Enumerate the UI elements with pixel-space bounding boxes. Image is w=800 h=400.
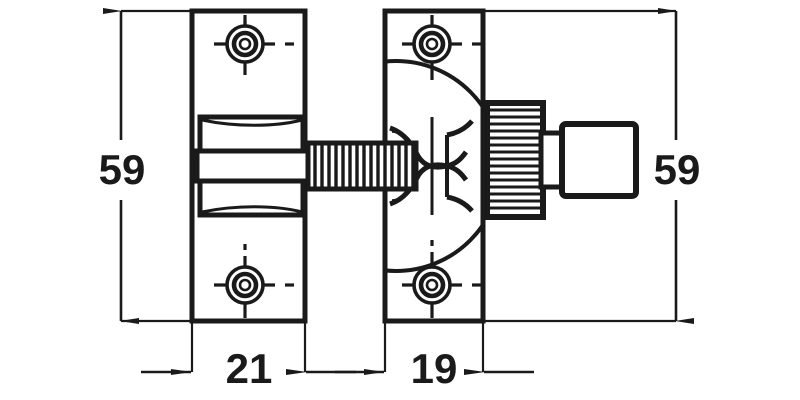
dimension-width-right-plate: 19 (335, 345, 534, 392)
dimension-label-width-right-plate: 19 (411, 345, 458, 392)
hole-bottom-right-inner-circle (425, 278, 439, 292)
hole-bottom-left-inner-circle (238, 278, 252, 292)
roller-barrel-upper-curve (201, 118, 303, 127)
hole-bottom-right (402, 240, 481, 318)
dimension-height-right: 59 (652, 8, 701, 324)
roller-barrel (194, 114, 313, 218)
dimension-label-height-left: 59 (99, 146, 146, 193)
hole-bottom-left (214, 244, 294, 318)
hole-top-left (214, 15, 294, 75)
hole-top-right (402, 15, 481, 80)
strike-body-edge-top (446, 119, 474, 138)
roller-barrel-body (194, 148, 313, 184)
hole-top-left-inner-circle (238, 37, 252, 51)
dimension-width-left-plate: 21 (141, 345, 356, 392)
end-block (559, 121, 639, 199)
knurled-knob (484, 100, 546, 220)
strike-body-circle (385, 59, 483, 273)
dimension-label-backdrop-height-left (98, 140, 146, 200)
knurled-knob-hatch (489, 108, 541, 210)
dimension-label-backdrop-height-right (652, 140, 700, 200)
strike-body (385, 59, 483, 273)
strike-body-edge-bottom (446, 194, 474, 213)
end-block-outline (559, 121, 639, 199)
threaded-shaft-hatch (313, 144, 414, 188)
threaded-shaft (305, 140, 419, 192)
roller-barrel-lower-curve (201, 205, 303, 214)
hole-top-right-inner-circle (425, 37, 439, 51)
dimension-label-height-right: 59 (654, 146, 701, 193)
dimension-height-left: 59 (98, 8, 146, 324)
dimension-label-width-left-plate: 21 (226, 345, 273, 392)
